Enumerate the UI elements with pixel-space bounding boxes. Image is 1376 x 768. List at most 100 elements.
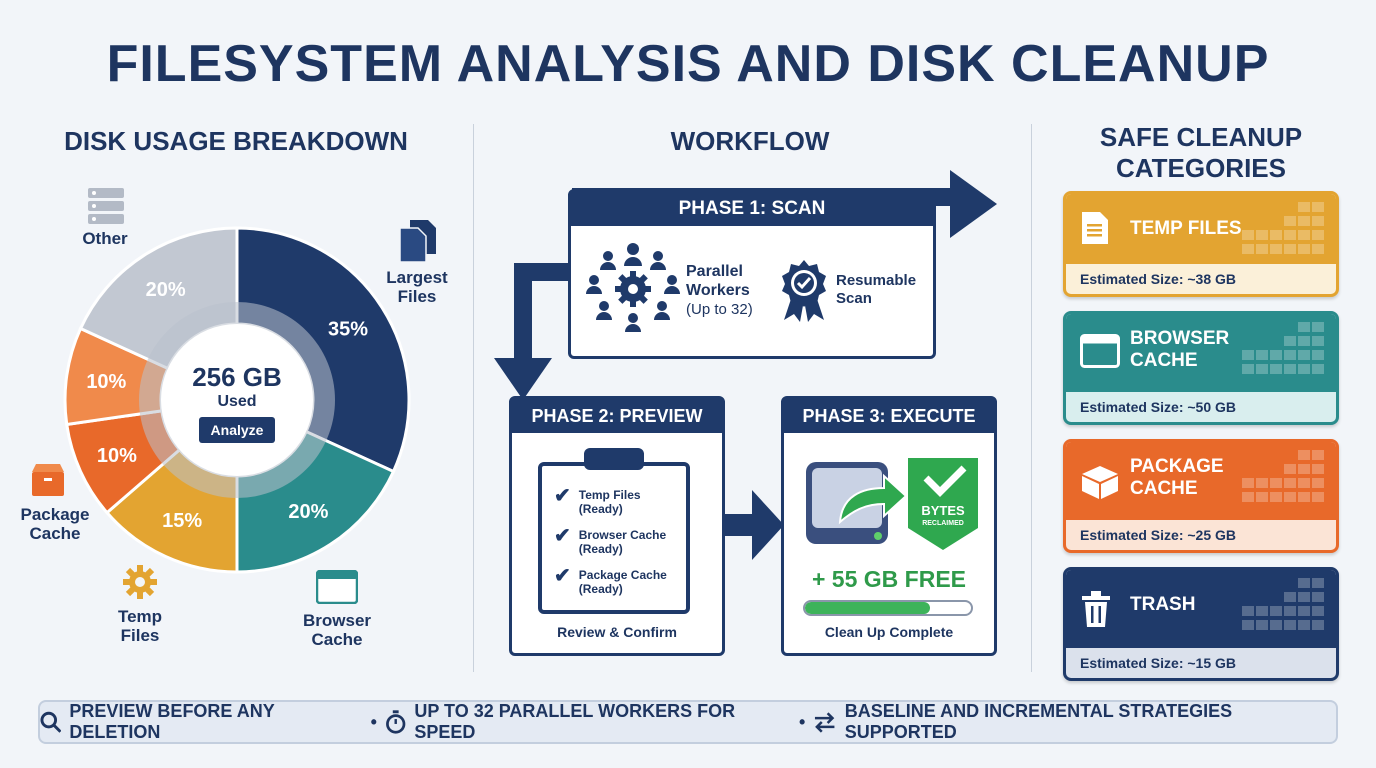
arrow-icon xyxy=(838,473,908,525)
grid-decoration xyxy=(1240,322,1326,385)
checkmark-icon: ✔ xyxy=(554,565,571,587)
disk-usage-donut: 35% 20% 15% 10% 10% 20% xyxy=(63,226,411,574)
categories-heading: SAFE CLEANUP CATEGORIES xyxy=(1062,122,1340,184)
category-name-line1: BROWSER xyxy=(1130,328,1230,349)
browser-window-icon xyxy=(1080,334,1120,373)
checklist-item: ✔ Browser Cache(Ready) xyxy=(554,525,684,556)
footer-separator: • xyxy=(799,711,806,732)
analyze-button[interactable]: Analyze xyxy=(198,417,276,443)
footer-item-workers: UP TO 32 PARALLEL WORKERS FOR SPEED xyxy=(414,701,736,742)
segment-percent-label: 20% xyxy=(146,279,186,301)
category-list: TEMP FILES Estimated Size: ~38 GB BROWSE… xyxy=(1063,191,1339,695)
category-size: Estimated Size: ~50 GB xyxy=(1080,399,1237,415)
category-name: TRASH xyxy=(1130,594,1195,616)
column-divider-right xyxy=(1031,124,1032,672)
category-size: Estimated Size: ~15 GB xyxy=(1080,655,1237,671)
label-largest-files: Largest Files xyxy=(386,268,448,306)
workflow-heading: WORKFLOW xyxy=(670,126,830,156)
trash-icon xyxy=(1080,590,1112,633)
parallel-workers-sub: (Up to 32) xyxy=(686,301,753,318)
parallel-workers-icon xyxy=(586,243,680,332)
segment-percent-label: 15% xyxy=(162,510,202,532)
bytes-badge-top: BYTES xyxy=(921,503,965,518)
category-name-line1: TEMP FILES xyxy=(1130,218,1242,239)
category-size: Estimated Size: ~25 GB xyxy=(1080,527,1237,543)
categories-heading-line1: SAFE CLEANUP xyxy=(1099,122,1303,152)
checklist-item: ✔ Package Cache(Ready) xyxy=(554,565,684,596)
cleanup-progress-bar xyxy=(803,600,973,616)
checklist-item: ✔ Temp Files(Ready) xyxy=(554,485,684,516)
category-header: TRASH xyxy=(1066,570,1336,648)
checklist-item-name: Package Cache xyxy=(578,568,667,582)
checklist-item-name: Browser Cache xyxy=(578,528,667,542)
segment-percent-label: 10% xyxy=(97,445,137,467)
category-name-line2: CACHE xyxy=(1130,350,1198,371)
search-icon xyxy=(40,711,62,733)
grid-decoration xyxy=(1240,578,1326,641)
swap-arrows-icon xyxy=(815,712,835,733)
label-package-cache: Package Cache xyxy=(20,505,90,543)
category-name-line1: PACKAGE xyxy=(1130,456,1224,477)
bytes-badge-bottom: RECLAIMED xyxy=(922,520,964,527)
category-card[interactable]: TEMP FILES Estimated Size: ~38 GB xyxy=(1063,191,1339,297)
footer-item-preview: PREVIEW BEFORE ANY DELETION xyxy=(69,701,275,742)
segment-percent-label: 10% xyxy=(86,371,126,393)
usage-heading: DISK USAGE BREAKDOWN xyxy=(64,126,408,156)
page-title: FILESYSTEM ANALYSIS AND DISK CLEANUP xyxy=(106,35,1270,93)
grid-decoration xyxy=(1240,450,1326,513)
cleanup-progress-fill xyxy=(805,602,930,614)
category-name: BROWSER CACHE xyxy=(1130,328,1229,372)
category-size: Estimated Size: ~38 GB xyxy=(1080,271,1237,287)
used-label: Used xyxy=(217,393,257,410)
category-header: BROWSER CACHE xyxy=(1066,314,1336,392)
checkmark-icon: ✔ xyxy=(554,525,571,547)
label-other: Other xyxy=(82,229,128,248)
cleanup-complete-label: Clean Up Complete xyxy=(824,624,954,640)
segment-percent-label: 35% xyxy=(328,319,368,341)
checklist-item-name: Temp Files xyxy=(578,488,641,502)
freed-space: + 55 GB FREE xyxy=(811,566,967,592)
footer-separator: • xyxy=(370,711,377,732)
segment-percent-label: 20% xyxy=(288,501,328,523)
checkmark-icon: ✔ xyxy=(554,485,571,507)
clipboard-clip xyxy=(584,448,644,470)
checklist-item-status: (Ready) xyxy=(578,542,623,556)
arrow-to-execute xyxy=(724,490,784,560)
review-confirm-label: Review & Confirm xyxy=(557,624,677,640)
package-icon xyxy=(32,464,64,496)
server-stack-icon xyxy=(88,188,124,224)
category-name: PACKAGE CACHE xyxy=(1130,456,1224,500)
category-card[interactable]: PACKAGE CACHE Estimated Size: ~25 GB xyxy=(1063,439,1339,553)
column-divider-left xyxy=(473,124,474,672)
category-name: TEMP FILES xyxy=(1130,218,1242,240)
award-badge-icon xyxy=(782,260,826,322)
package-box-icon xyxy=(1080,462,1120,505)
phase2-title: PHASE 2: PREVIEW xyxy=(512,399,722,433)
browser-window-icon xyxy=(316,570,358,604)
documents-icon xyxy=(399,220,436,262)
phase3-title: PHASE 3: EXECUTE xyxy=(784,399,994,433)
label-browser-cache: Browser Cache xyxy=(302,611,372,649)
gear-icon xyxy=(123,565,157,599)
category-card[interactable]: TRASH Estimated Size: ~15 GB xyxy=(1063,567,1339,681)
drive-cleanup-illustration xyxy=(806,458,978,550)
used-value: 256 GB xyxy=(192,362,282,392)
footer-item-strategies: BASELINE AND INCREMENTAL STRATEGIES SUPP… xyxy=(844,701,1233,742)
categories-heading-line2: CATEGORIES xyxy=(1116,153,1286,183)
resumable-scan-label: Resumable Scan xyxy=(836,272,917,307)
checklist-item-status: (Ready) xyxy=(578,582,623,596)
category-name-line1: TRASH xyxy=(1130,594,1196,615)
grid-decoration xyxy=(1240,202,1326,265)
phase1-card: PHASE 1: SCAN xyxy=(568,189,936,359)
category-name-line2: CACHE xyxy=(1130,478,1198,499)
phase1-title: PHASE 1: SCAN xyxy=(571,192,933,226)
label-temp-files: Temp Files xyxy=(117,607,163,645)
category-header: TEMP FILES xyxy=(1066,194,1336,264)
parallel-workers-label: Parallel Workers xyxy=(686,263,750,299)
preview-checklist: ✔ Temp Files(Ready) ✔ Browser Cache(Read… xyxy=(554,485,684,608)
checklist-item-status: (Ready) xyxy=(578,502,623,516)
document-icon xyxy=(1080,210,1110,251)
feature-footer-bar: PREVIEW BEFORE ANY DELETION • UP TO 32 P… xyxy=(38,700,1338,744)
category-card[interactable]: BROWSER CACHE Estimated Size: ~50 GB xyxy=(1063,311,1339,425)
clipboard xyxy=(538,462,690,614)
